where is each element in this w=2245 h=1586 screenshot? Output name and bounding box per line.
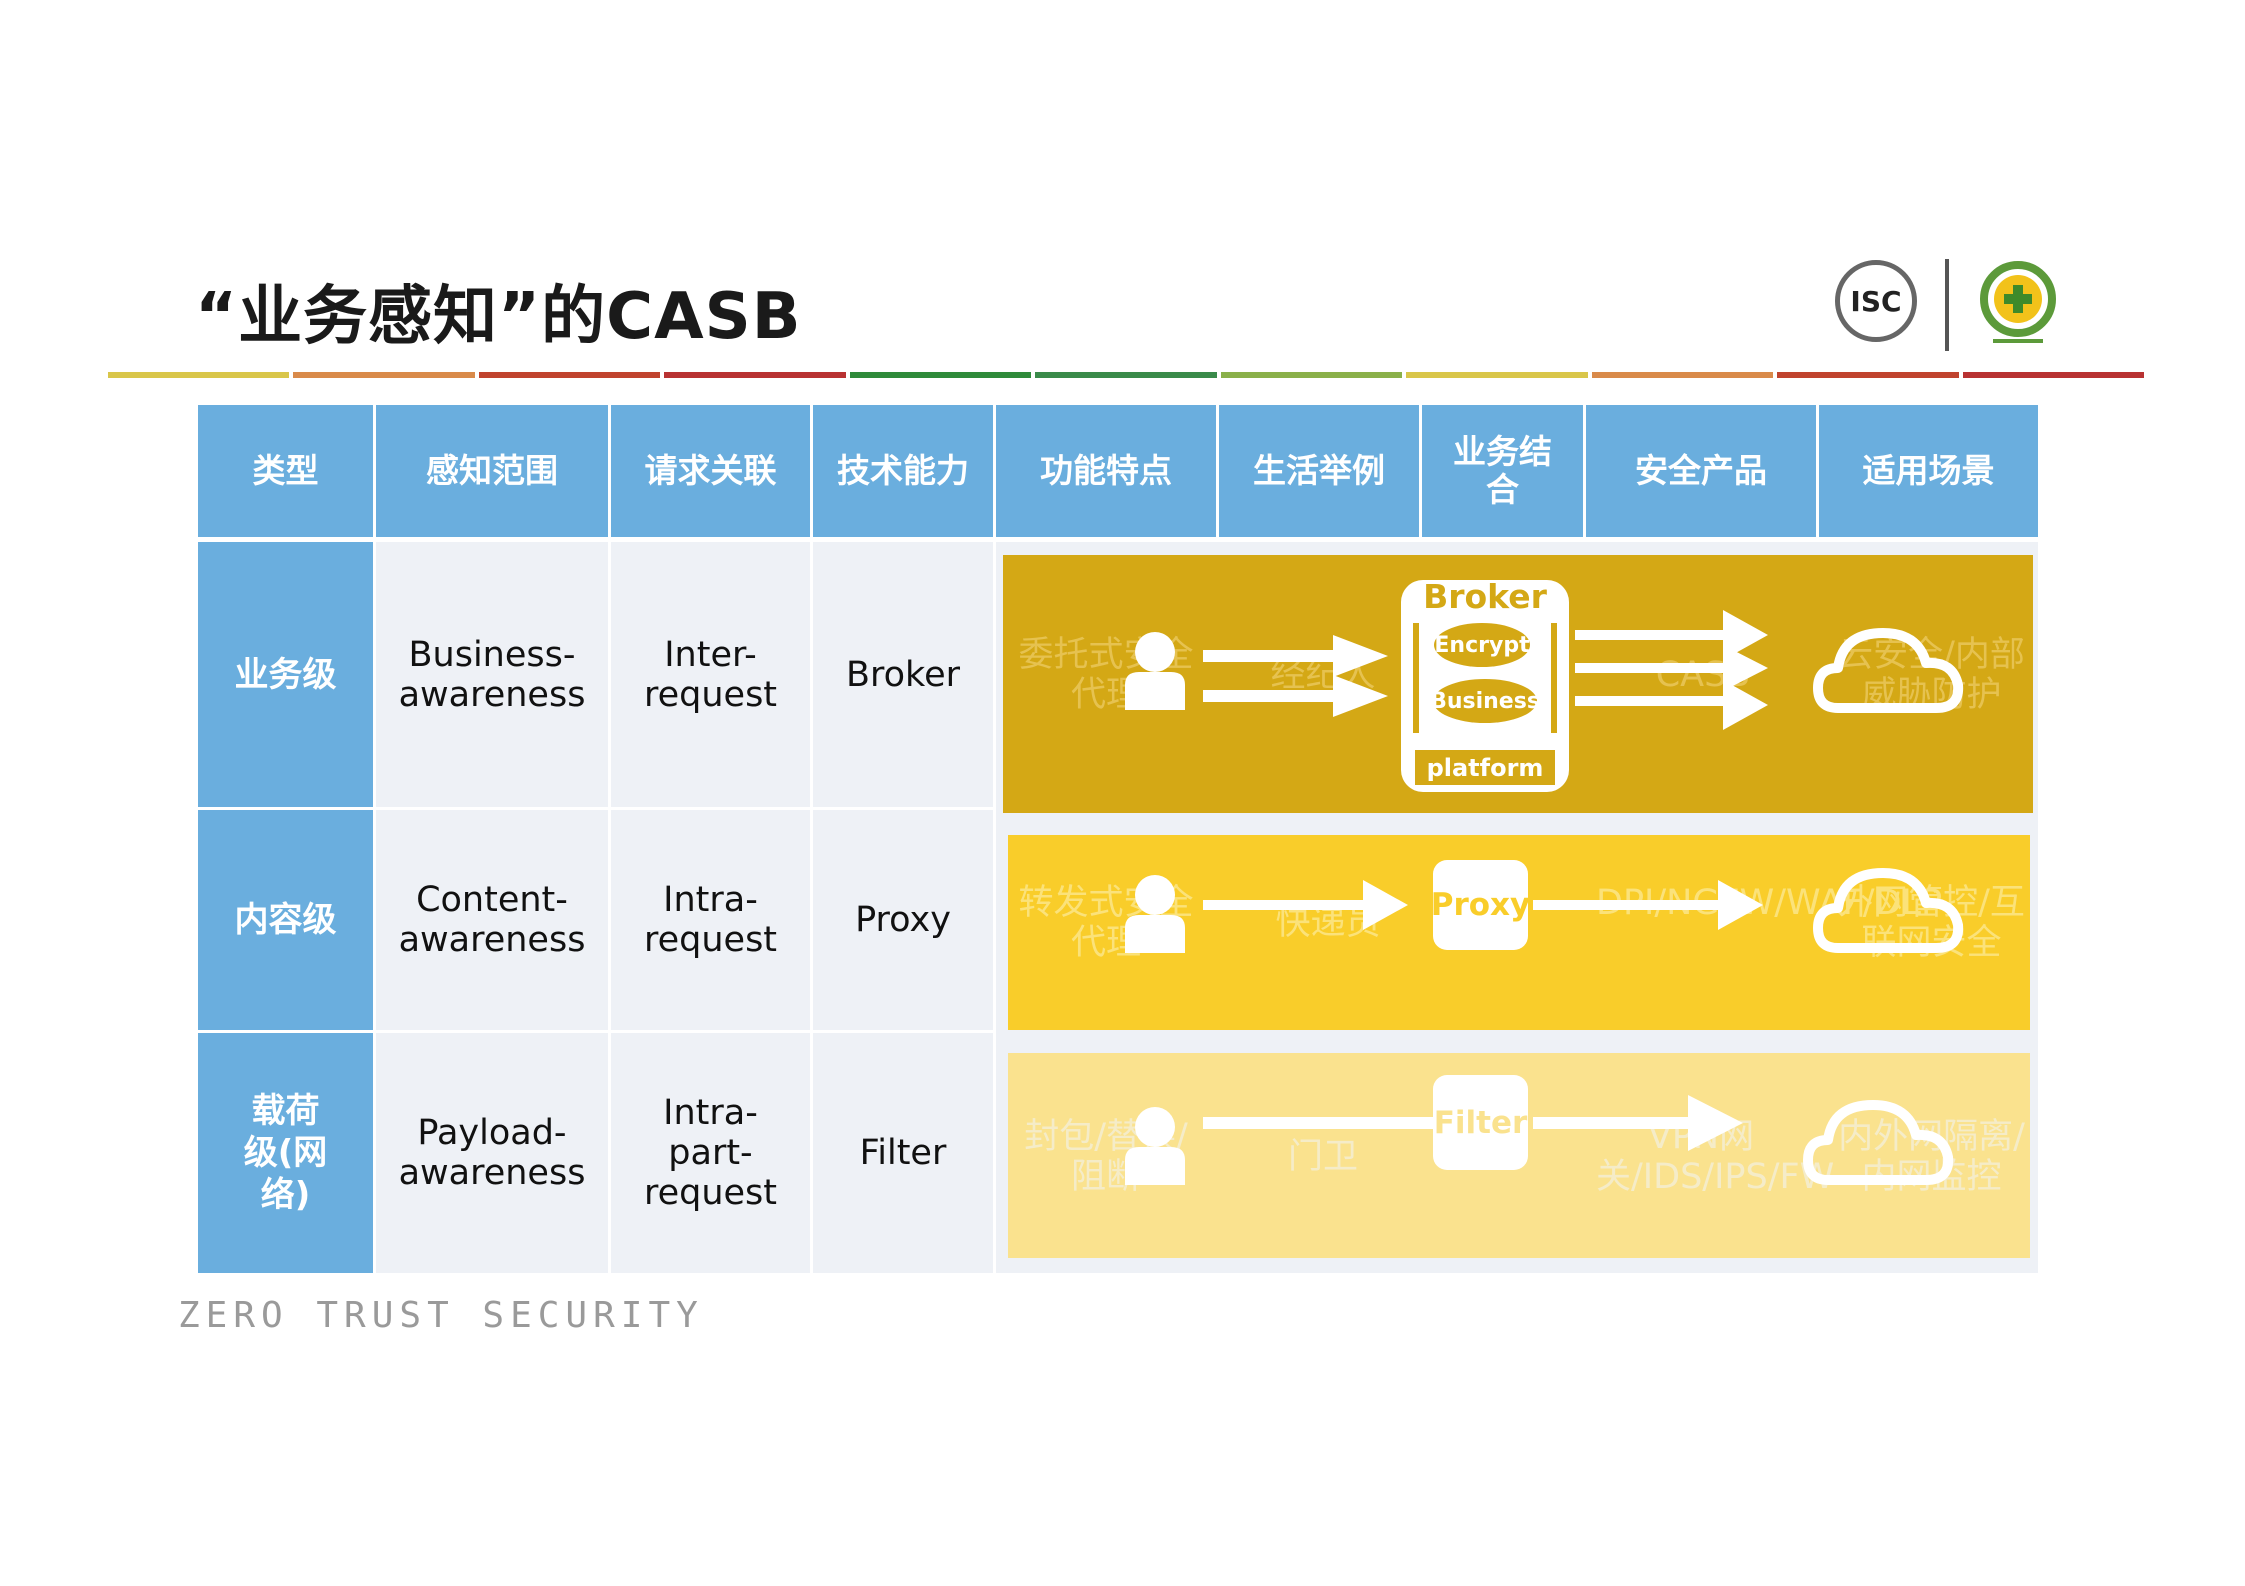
proxy-box [1433, 860, 1528, 950]
arrow-icon [1203, 880, 1408, 930]
logo-divider [1945, 259, 1949, 351]
proxy-label: Proxy [1430, 887, 1531, 923]
cell-request: Inter-request [611, 542, 810, 807]
row-label-business: 业务级 [198, 542, 373, 807]
cell-capability: Proxy [813, 810, 993, 1030]
cell-request: Intra-request [611, 810, 810, 1030]
cell-request: Intra-part-request [611, 1033, 810, 1273]
arrow-icon [1203, 635, 1388, 717]
arrow-icon [1575, 610, 1768, 730]
cloud-icon [1818, 633, 1958, 708]
header-business: 业务结合 [1422, 405, 1583, 537]
platform-label: platform [1426, 754, 1544, 782]
header-request: 请求关联 [611, 405, 810, 537]
arrow-icon [1533, 1095, 1743, 1151]
header-awareness: 感知范围 [376, 405, 608, 537]
arrow-icon [1533, 880, 1763, 930]
business-pill: Business [1430, 689, 1540, 714]
row-label-content: 内容级 [198, 810, 373, 1030]
logo-area: ISC [1825, 255, 2075, 355]
cloud-icon [1818, 873, 1958, 948]
example-text: 门卫 [1287, 1137, 1358, 1177]
header-example: 生活举例 [1219, 405, 1419, 537]
footer-text: ZERO TRUST SECURITY [178, 1295, 704, 1336]
flow-diagram [1125, 580, 2038, 1185]
header-scenario: 适用场景 [1819, 405, 2038, 537]
encrypt-pill: Encrypt [1434, 633, 1530, 658]
filter-box [1433, 1075, 1528, 1170]
cell-awareness: Content-awareness [376, 810, 608, 1030]
header-type: 类型 [198, 405, 373, 537]
user-icon [1125, 632, 1185, 710]
scenario-text: 云安全/内部威胁防护 [1838, 635, 2025, 715]
isc-logo: ISC [1835, 260, 1917, 342]
cell-awareness: Business-awareness [376, 542, 608, 807]
header-capability: 技术能力 [813, 405, 993, 537]
casb-table: 类型 感知范围 请求关联 技术能力 功能特点 生活举例 业务结合 安全产品 适用… [198, 405, 2038, 1273]
user-icon [1125, 1107, 1185, 1185]
arrow-icon [1203, 1117, 1433, 1129]
broker-title: Broker [1423, 577, 1547, 616]
cell-capability: Broker [813, 542, 993, 807]
header-product: 安全产品 [1586, 405, 1816, 537]
user-icon [1125, 875, 1185, 953]
filter-label: Filter [1433, 1105, 1528, 1141]
cloud-icon [1808, 1105, 1948, 1180]
page-title: “业务感知”的CASB [195, 280, 802, 354]
title-underline [108, 372, 2148, 378]
cell-awareness: Payload-awareness [376, 1033, 608, 1273]
cell-capability: Filter [813, 1033, 993, 1273]
header-feature: 功能特点 [996, 405, 1216, 537]
row-label-payload: 载荷级(网络) [198, 1033, 373, 1273]
emblem-icon [1980, 261, 2056, 343]
